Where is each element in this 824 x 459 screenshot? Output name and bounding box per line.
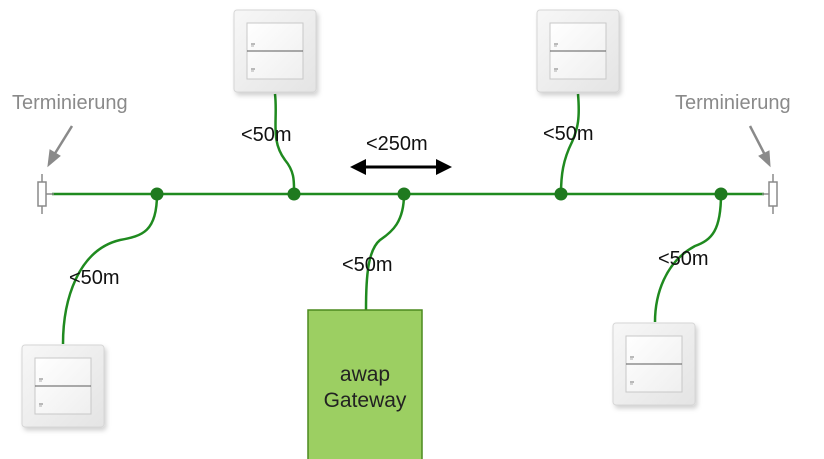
stub-label-top-right: <50m	[543, 123, 594, 145]
stub-top-left	[273, 93, 296, 195]
junction-dot	[714, 187, 728, 201]
junction-dot	[397, 187, 411, 201]
termination-resistor-left	[37, 174, 54, 214]
termination-label-right: Terminierung	[675, 92, 791, 114]
gateway-label-line1: awap	[340, 363, 390, 386]
stub-cables	[61, 93, 723, 345]
switch-device-top-left	[234, 10, 316, 92]
gateway-box	[307, 309, 423, 459]
termination-arrow-left	[47, 125, 74, 168]
stub-label-gateway: <50m	[342, 254, 393, 276]
stub-top-right	[559, 93, 580, 195]
junction-dot	[554, 187, 568, 201]
stub-bottom-right	[653, 193, 723, 323]
stub-label-bottom-right: <50m	[658, 248, 709, 270]
junction-dot	[150, 187, 164, 201]
stub-label-bottom-left: <50m	[69, 267, 120, 289]
termination-resistor-right	[762, 174, 778, 214]
stub-label-top-left: <50m	[241, 124, 292, 146]
awap-gateway: awap Gateway	[307, 309, 423, 459]
switch-device-top-right	[537, 10, 619, 92]
termination-label-left: Terminierung	[12, 92, 128, 114]
switch-device-bottom-right	[613, 323, 695, 405]
termination-arrow-right	[748, 125, 771, 168]
switch-device-bottom-left	[22, 345, 104, 427]
bus-length-label: <250m	[366, 133, 428, 155]
gateway-label-line2: Gateway	[324, 389, 407, 412]
junction-dots	[150, 187, 728, 201]
stub-gateway	[364, 193, 406, 311]
bus-length-arrow	[350, 159, 452, 175]
stub-bottom-left	[61, 193, 159, 345]
junction-dot	[287, 187, 301, 201]
